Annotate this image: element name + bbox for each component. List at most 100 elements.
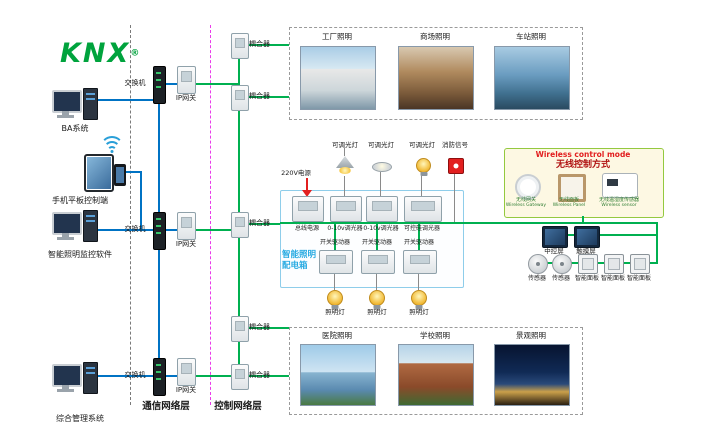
dimmer-0-10v-device [330,196,362,222]
ethernet-line [164,229,177,231]
screen-label: 中控屏 [544,247,564,255]
lamp-glow [339,167,351,174]
knx-line [247,44,289,46]
wireless-sensor-label-en: Wireless sensor [601,203,637,208]
ethernet-line [164,375,177,377]
monitor-base [57,237,74,240]
terminal-label-monitoring: 智能照明监控软件 [48,250,112,259]
switch-label: 交换机 [124,371,146,379]
downlight-icon [372,162,392,172]
lamp-icon [369,290,385,306]
ip-gateway-label: IP网关 [175,386,197,394]
school-lighting-photo [398,344,474,406]
switch-actuator-device [361,250,395,274]
knx-logo: KNX® [60,38,156,74]
lamp-wire [334,272,335,290]
monitor-icon [52,90,82,113]
monitor-stand [62,233,69,237]
layer-divider-control [210,25,211,405]
layer-label-control: 控制网络层 [214,401,262,412]
coupler-device [231,33,249,59]
switch-device [153,358,166,396]
lamp-label: 照明灯 [325,308,345,316]
wifi-icon [100,136,124,154]
screen-label: 触摸屏 [576,247,596,255]
wireless-title-zh: 无线控制方式 [555,160,610,170]
lamp-wire [376,272,377,290]
knx-logo-text: KNX [60,38,131,69]
sensor-icon [552,254,572,274]
bottom-scenes-box [289,327,583,415]
sensor-label: 传感器 [551,275,570,282]
switch-device [153,212,166,250]
distribution-title-line2: 配电箱 [282,261,308,271]
knx-line [194,375,240,377]
scene-label-mall: 商场照明 [420,32,450,41]
coupler-device [231,85,249,111]
tablet-icon [84,154,114,192]
knx-line [247,223,280,225]
terminal-monitoring-software [52,210,98,242]
knx-main-bus-line [280,222,658,224]
knx-drop-line [334,224,336,250]
scene-label-school: 学校照明 [420,331,450,340]
ip-gateway-device [177,212,196,240]
scene-label-landscape: 景观照明 [516,331,546,340]
monitor-base [57,115,74,118]
switch-label: 交换机 [124,225,146,233]
wireless-title-en: Wireless control mode [535,150,631,159]
wireless-gateway-label-en: Wireless Gateway [505,203,547,208]
wireless-device-label: 无线面板 Wireless Panel [546,197,592,208]
monitor-stand [62,111,69,115]
mall-lighting-photo [398,46,474,110]
smart-panel-icon [630,254,650,274]
wireless-device-label: 无线温湿度传感器 Wireless sensor [590,197,648,208]
lamp-wire [418,272,419,290]
row1-device-label: 0-10v调光器 [363,225,399,232]
terminal-management-system [52,362,98,394]
terminal-label-management: 综合管理系统 [56,414,104,423]
sensor-label: 传感器 [527,275,546,282]
ip-gateway-label: IP网关 [175,240,197,248]
lamp-icon [327,290,343,306]
touch-screen-icon [574,226,600,248]
row2-device-label: 开关驱动器 [319,239,350,246]
knx-right-riser-line [656,222,658,264]
coupler-device [231,364,249,390]
layer-label-communication: 通信网络层 [142,401,190,412]
terminal-mobile-tablet [84,136,130,192]
smart-panel-label: 智能面板 [626,275,651,282]
load-label-dimmable-lamp: 可调光灯 [409,141,435,149]
ethernet-line [98,375,153,377]
hospital-lighting-photo [300,344,376,406]
station-lighting-photo [494,46,570,110]
wireless-device-label: 无线网关 Wireless Gateway [498,197,554,208]
wireless-sensor-label-zh: 无线温湿度传感器 [598,197,639,203]
layer-divider-communication [130,25,131,405]
wireless-gateway-label-zh: 无线网关 [515,197,536,203]
terminal-label-ba: BA系统 [61,124,89,133]
scene-label-hospital: 医院照明 [322,331,352,340]
load-label-dimmable-lamp: 可调光灯 [368,141,394,149]
coupler-label: 耦合器 [249,40,270,48]
switch-label: 交换机 [124,79,146,87]
knx-line [247,96,289,98]
monitor-base [57,389,74,392]
monitor-stand [62,385,69,389]
coupler-label: 耦合器 [249,323,270,331]
load-wire [421,176,422,196]
load-wire [380,172,381,196]
wireless-gateway-icon [515,174,541,200]
wireless-sensor-icon [602,173,638,198]
smart-panel-icon [578,254,598,274]
power-arrow-icon [302,190,312,197]
knx-line [194,83,240,85]
ip-gateway-device [177,358,196,386]
coupler-device [231,212,249,238]
landscape-lighting-photo [494,344,570,406]
pc-tower-icon [83,88,98,120]
load-label-dimmable-lamp: 可调光灯 [332,141,358,149]
wireless-panel-label-en: Wireless Panel [552,203,586,208]
lamp-icon [411,290,427,306]
coupler-label: 耦合器 [249,92,270,100]
